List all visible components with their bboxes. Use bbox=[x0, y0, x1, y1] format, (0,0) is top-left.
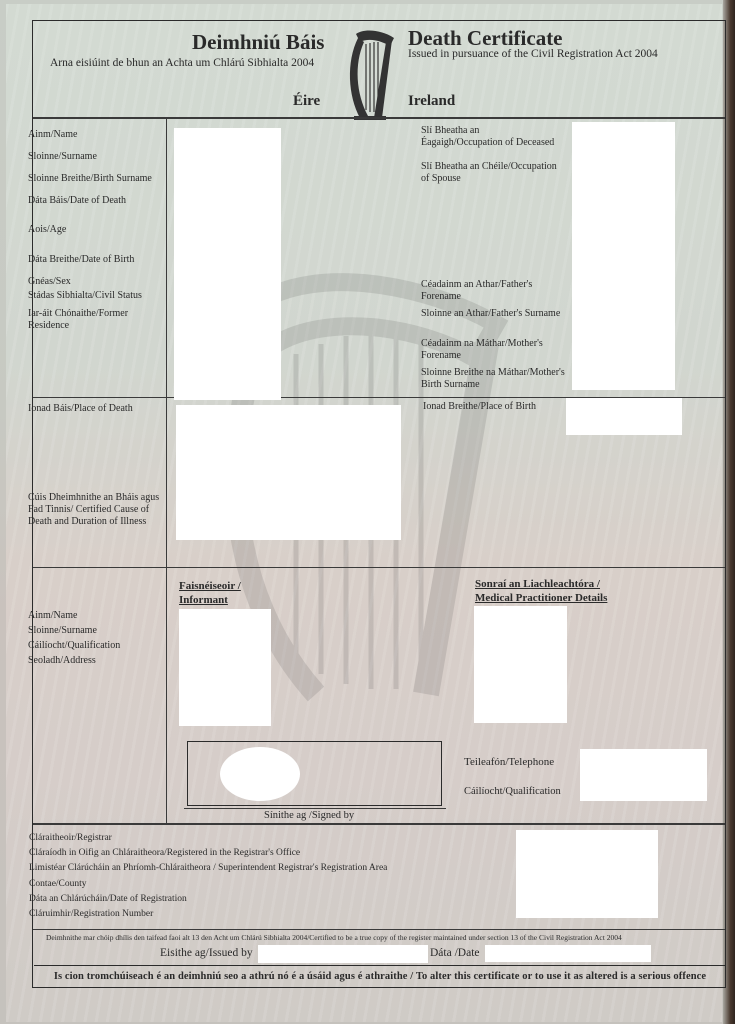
label-mother-forename: Céadainm na Máthar/Mother's Forename bbox=[421, 338, 543, 361]
country-irish: Éire bbox=[293, 93, 321, 109]
label-registrar: Cláraitheoir/Registrar bbox=[29, 833, 112, 843]
label-county: Contae/County bbox=[29, 879, 87, 889]
divider bbox=[33, 397, 725, 398]
label-birth-surname: Sloinne Breithe/Birth Surname bbox=[28, 173, 152, 184]
title-irish: Deimhniú Báis bbox=[192, 30, 325, 54]
label-telephone: Teileafón/Telephone bbox=[464, 756, 555, 768]
certified-true-copy-text: Deimhnithe mar chóip dhílis den taifead … bbox=[46, 933, 622, 942]
certificate-border bbox=[32, 20, 726, 988]
label-date-of-registration: Dáta an Chlárúcháin/Date of Registration bbox=[29, 894, 187, 904]
redacted-family-details bbox=[572, 122, 675, 390]
redacted-signature bbox=[220, 747, 300, 801]
label-informant-surname: Sloinne/Surname bbox=[28, 625, 97, 636]
label-civil-status: Stádas Sibhialta/Civil Status bbox=[28, 290, 142, 301]
divider bbox=[33, 567, 725, 568]
label-sex: Gnéas/Sex bbox=[28, 276, 71, 287]
redacted-medical-details bbox=[474, 606, 567, 723]
harp-icon bbox=[349, 30, 394, 120]
divider bbox=[33, 117, 725, 119]
label-informant-address: Seoladh/Address bbox=[28, 655, 96, 666]
label-registration-number: Cláruimhir/Registration Number bbox=[29, 909, 154, 919]
redacted-informant-details bbox=[179, 609, 271, 726]
label-name: Ainm/Name bbox=[28, 129, 78, 140]
alteration-warning: Is cion tromchúiseach é an deimhniú seo … bbox=[34, 965, 726, 987]
label-mother-birth-surname: Sloinne Breithe na Máthar/Mother's Birth… bbox=[421, 367, 565, 390]
redacted-birth-place bbox=[566, 398, 682, 435]
redacted-issuer bbox=[258, 945, 428, 963]
label-place-of-birth: Ionad Breithe/Place of Birth bbox=[423, 401, 537, 412]
label-occupation-deceased: Slí Bheatha an Éagaigh/Occupation of Dec… bbox=[421, 125, 555, 148]
redacted-death-place-cause bbox=[176, 405, 401, 540]
certificate-paper: Deimhniú Báis Death Certificate Arna eis… bbox=[6, 4, 726, 1022]
label-father-forename: Céadainm an Athar/Father's Forename bbox=[421, 279, 533, 302]
label-cause-of-death: Cúis Dheimhnithe an Bháis agus Fad Tinni… bbox=[28, 492, 160, 527]
subtitle-english: Issued in pursuance of the Civil Registr… bbox=[408, 48, 658, 60]
label-date: Dáta /Date bbox=[430, 947, 480, 959]
label-informant-qualification: Cáilíocht/Qualification bbox=[28, 640, 121, 651]
label-date-of-birth: Dáta Breithe/Date of Birth bbox=[28, 254, 135, 265]
label-former-residence: Iar-áit Chónaithe/Former Residence bbox=[28, 308, 129, 331]
column-divider bbox=[166, 118, 167, 823]
signature-box bbox=[187, 741, 442, 806]
title-english: Death Certificate bbox=[408, 26, 563, 50]
redacted-deceased-details bbox=[174, 128, 281, 400]
photo-background-edge bbox=[723, 0, 735, 1024]
subtitle-irish: Arna eisiúint de bhun an Achta um Chlárú… bbox=[50, 57, 315, 69]
medical-heading-line2: Medical Practitioner Details bbox=[475, 592, 608, 604]
label-place-of-death: Ionad Báis/Place of Death bbox=[28, 403, 133, 414]
label-father-surname: Sloinne an Athar/Father's Surname bbox=[421, 308, 561, 319]
label-informant-name: Ainm/Name bbox=[28, 610, 78, 621]
signature-line bbox=[184, 808, 446, 809]
label-occupation-spouse: Slí Bheatha an Chéile/Occupation of Spou… bbox=[421, 161, 557, 184]
label-age: Aois/Age bbox=[28, 224, 67, 235]
label-registration-area: Limistéar Clárúcháin an Phríomh-Chlárait… bbox=[29, 863, 388, 873]
redacted-telephone-qualification bbox=[580, 749, 707, 801]
medical-heading: Sonraí an Liachleachtóra / Medical Pract… bbox=[475, 577, 607, 605]
medical-heading-line1: Sonraí an Liachleachtóra / bbox=[475, 578, 600, 590]
redacted-registration-details bbox=[516, 830, 658, 918]
label-date-of-death: Dáta Báis/Date of Death bbox=[28, 195, 127, 206]
label-surname: Sloinne/Surname bbox=[28, 151, 97, 162]
informant-heading-line1: Faisnéiseoir / bbox=[179, 580, 241, 592]
label-registered-office: Cláraíodh in Oifig an Chláraitheora/Regi… bbox=[29, 848, 301, 858]
divider bbox=[33, 823, 725, 825]
informant-heading-line2: Informant bbox=[179, 594, 228, 606]
informant-heading: Faisnéiseoir / Informant bbox=[179, 579, 241, 607]
country-english: Ireland bbox=[408, 93, 456, 109]
redacted-issue-date bbox=[485, 945, 651, 962]
label-signed-by: Sínithe ag /Signed by bbox=[264, 810, 355, 821]
label-issued-by: Eisithe ag/Issued by bbox=[160, 947, 253, 959]
label-medical-qualification: Cáilíocht/Qualification bbox=[464, 786, 561, 797]
divider bbox=[33, 929, 725, 930]
